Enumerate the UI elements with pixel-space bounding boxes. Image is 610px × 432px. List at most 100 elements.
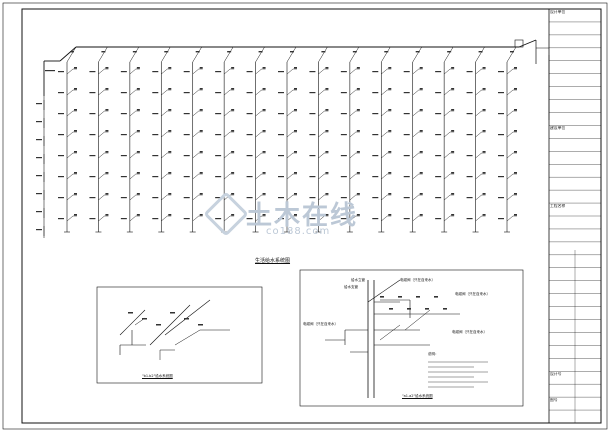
left-riser-tag <box>36 157 42 159</box>
valve-icon <box>105 193 109 195</box>
floor-level-tag <box>340 197 347 199</box>
valve-icon <box>262 130 266 132</box>
floor-level-tag <box>58 71 64 73</box>
floor-level-tag <box>278 197 284 199</box>
floor-branch <box>66 131 74 138</box>
floor-branch <box>443 215 451 222</box>
a-iso-1 <box>367 279 401 303</box>
riser-offset <box>129 46 140 63</box>
valve-icon <box>231 214 235 216</box>
floor-level-tag <box>152 176 159 178</box>
floor-level-tag <box>89 155 96 157</box>
detail-box-a1a2 <box>299 269 524 407</box>
floor-branch <box>223 215 231 222</box>
floor-branch <box>223 173 231 180</box>
floor-branch <box>443 68 451 75</box>
floor-level-tag <box>278 134 284 136</box>
floor-level-tag <box>246 176 253 178</box>
floor-branch <box>412 131 419 138</box>
valve-icon <box>231 109 235 111</box>
valve-icon <box>294 109 297 111</box>
valve-icon <box>451 172 455 174</box>
floor-branch <box>98 215 105 222</box>
floor-branch <box>506 152 514 159</box>
floor-level-tag <box>215 197 222 199</box>
floor-branch <box>192 89 199 96</box>
a-fixture-icon <box>398 296 402 298</box>
valve-icon <box>325 130 329 132</box>
floor-level-tag <box>120 113 127 115</box>
valve-icon <box>74 193 77 195</box>
floor-branch <box>506 194 514 201</box>
floor-branch <box>286 152 294 159</box>
floor-branch <box>223 68 231 75</box>
detail-b-fixture-icon <box>184 318 189 320</box>
floor-level-tag <box>89 176 96 178</box>
floor-branch <box>129 110 137 117</box>
valve-icon <box>451 67 455 69</box>
a-fixture-icon <box>434 296 438 298</box>
a-fixture-icon <box>380 296 384 298</box>
floor-branch <box>98 89 105 96</box>
valve-icon <box>168 193 172 195</box>
floor-branch <box>475 194 482 201</box>
left-riser-tag <box>36 175 42 177</box>
valve-icon <box>199 67 203 69</box>
floor-branch <box>161 110 168 117</box>
riser-offset <box>286 46 297 63</box>
floor-branch <box>255 215 262 222</box>
detail-b1b2-isometric <box>119 299 230 360</box>
left-riser-tag <box>36 139 42 141</box>
floor-branch <box>412 110 419 117</box>
valve-icon <box>231 193 235 195</box>
riser-offset <box>318 46 328 63</box>
floor-branch <box>192 110 199 117</box>
riser-tag <box>415 51 420 53</box>
label-valve-3: 电磁阀（只在自来水） <box>303 322 338 326</box>
valve-icon <box>168 172 172 174</box>
floor-branch <box>506 68 514 75</box>
floor-branch <box>381 68 388 75</box>
floor-level-tag <box>435 176 442 178</box>
valve-icon <box>514 67 517 69</box>
floor-branch <box>192 68 199 75</box>
floor-branch <box>412 173 419 180</box>
floor-level-tag <box>183 134 190 136</box>
valve-icon <box>514 214 517 216</box>
floor-level-tag <box>372 71 379 73</box>
valve-icon <box>136 214 140 216</box>
floor-level-tag <box>309 218 316 220</box>
valve-icon <box>388 151 392 153</box>
valve-icon <box>105 214 109 216</box>
floor-level-tag <box>183 176 190 178</box>
valve-icon <box>136 130 140 132</box>
floor-level-tag <box>246 134 253 136</box>
valve-icon <box>514 151 517 153</box>
watermark-brand: 土木在线 <box>246 201 359 231</box>
floor-branch <box>66 110 74 117</box>
floor-level-tag <box>278 71 284 73</box>
valve-icon <box>74 67 77 69</box>
floor-branch <box>129 68 137 75</box>
floor-branch <box>286 215 294 222</box>
detail-right-title: "a1.a2"给水系统图 <box>402 394 433 398</box>
floor-level-tag <box>120 218 127 220</box>
floor-level-tag <box>466 92 473 94</box>
floor-level-tag <box>309 197 316 199</box>
riser-tag <box>447 51 452 53</box>
riser-tag <box>258 51 263 53</box>
valve-icon <box>74 109 77 111</box>
floor-level-tag <box>183 197 190 199</box>
floor-branch <box>381 110 388 117</box>
valve-icon <box>325 172 329 174</box>
floor-level-tag <box>372 134 379 136</box>
floor-branch <box>475 152 482 159</box>
floor-level-tag <box>152 113 159 115</box>
floor-level-tag <box>215 176 222 178</box>
floor-level-tag <box>89 218 96 220</box>
floor-level-tag <box>215 92 222 94</box>
floor-level-tag <box>152 197 159 199</box>
floor-level-tag <box>403 113 410 115</box>
left-riser-tag <box>36 211 42 213</box>
floor-branch <box>192 194 199 201</box>
